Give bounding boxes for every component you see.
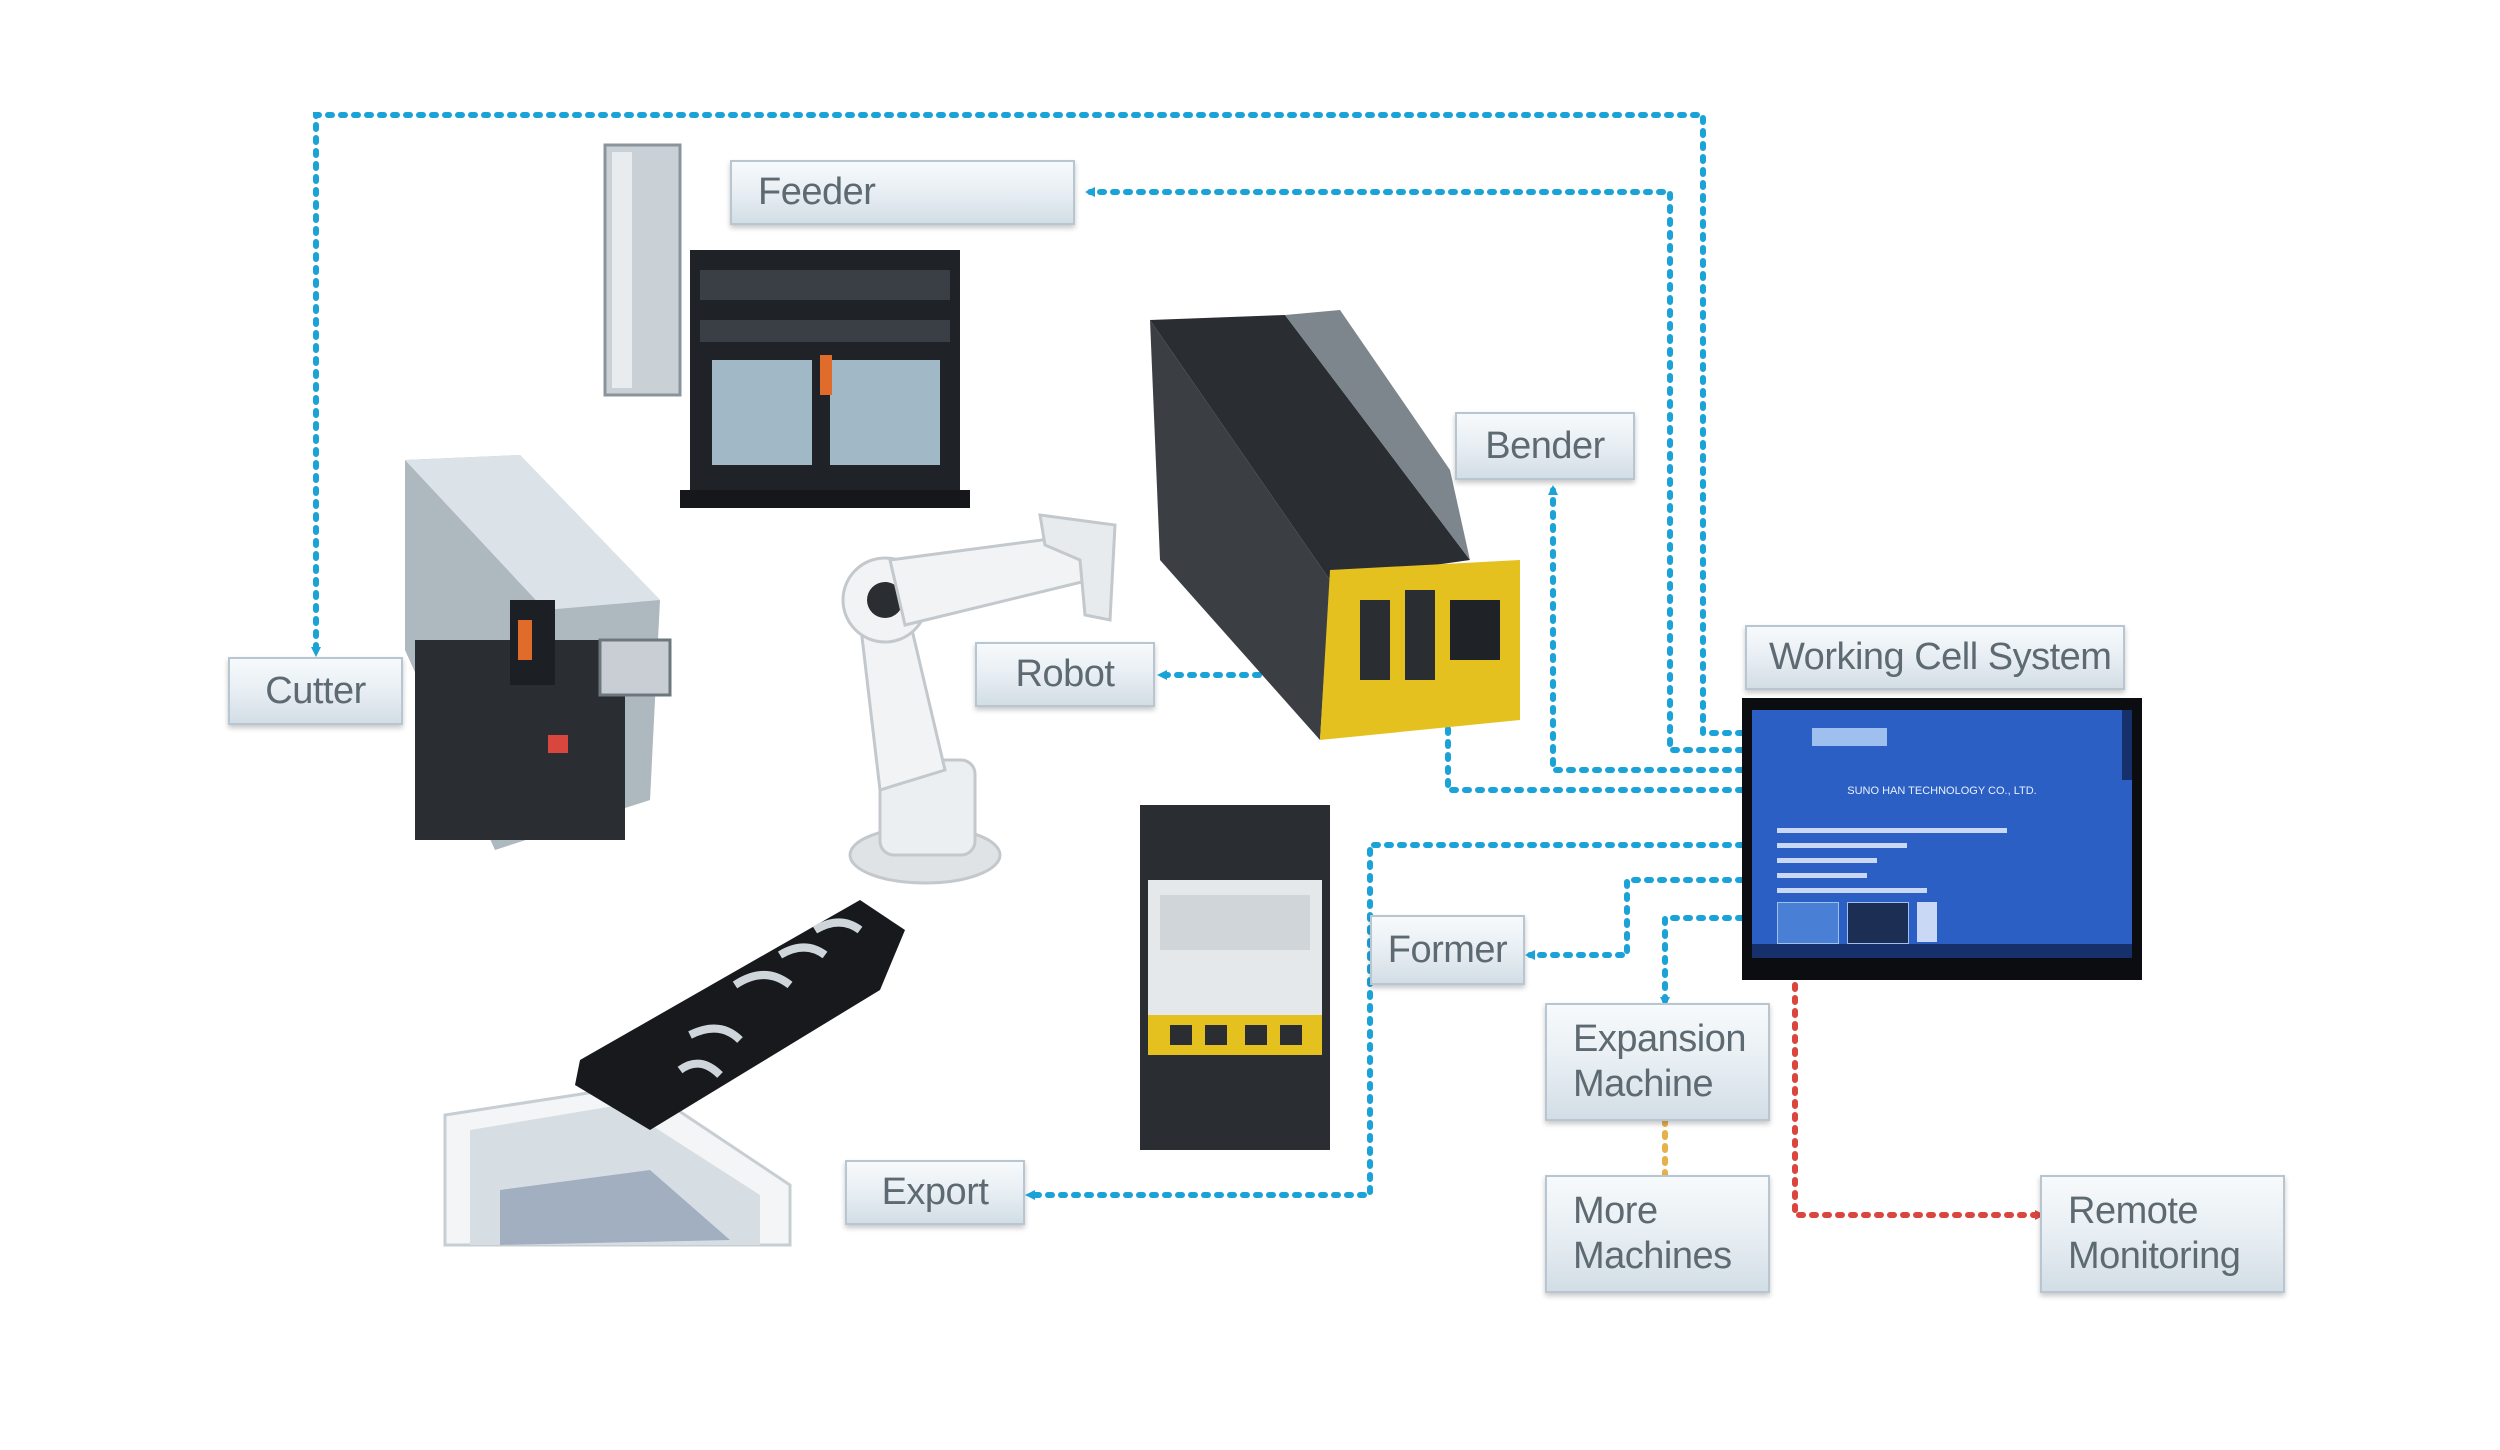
label-expansion-line1: Expansion (1573, 1018, 1746, 1061)
former-machine-image (1140, 805, 1330, 1150)
label-bender: Bender (1455, 412, 1635, 480)
feeder-machine-image (603, 143, 970, 508)
hmi-logo (1812, 728, 1887, 746)
hmi-panel (1847, 902, 1909, 944)
hmi-info-line (1777, 843, 1907, 848)
hmi-info-line (1777, 828, 2007, 833)
hmi-info-line (1777, 888, 1927, 893)
remote-connector (1792, 982, 2045, 1220)
cutter-machine-image (405, 455, 672, 850)
label-more-line2: Machines (1573, 1235, 1732, 1277)
cutter-connector (311, 112, 1745, 736)
expansion-connector (1660, 915, 1745, 1007)
feeder-connector (1085, 187, 1745, 753)
hmi-company-name: SUNO HAN TECHNOLOGY CO., LTD. (1847, 785, 2037, 797)
hmi-panel (1777, 902, 1839, 944)
robot-arm-image (841, 513, 1117, 885)
export-conveyor-image (443, 900, 905, 1247)
hmi-info-line (1777, 858, 1877, 863)
label-more-machines: More Machines (1545, 1175, 1770, 1293)
label-more-line1: More (1573, 1190, 1658, 1233)
label-cutter: Cutter (228, 657, 403, 725)
hmi-toolbar (1752, 944, 2132, 958)
label-export: Export (845, 1160, 1025, 1225)
bender-connector (1548, 485, 1745, 773)
label-remote-line1: Remote (2068, 1190, 2199, 1233)
hmi-side-bar (2122, 710, 2132, 780)
hmi-display: SUNO HAN TECHNOLOGY CO., LTD. (1752, 710, 2132, 958)
label-remote-line2: Monitoring (2068, 1235, 2241, 1277)
label-expansion-line2: Machine (1573, 1063, 1714, 1105)
former-connector (1525, 877, 1745, 960)
hmi-panel (1917, 902, 1937, 942)
bender-machine-image (1150, 310, 1520, 740)
export-connector (1025, 842, 1745, 1200)
label-former: Former (1370, 915, 1525, 985)
label-robot: Robot (975, 642, 1155, 707)
label-remote-monitoring: Remote Monitoring (2040, 1175, 2285, 1293)
hmi-info-line (1777, 873, 1867, 878)
label-expansion-machine: Expansion Machine (1545, 1003, 1770, 1121)
label-feeder: Feeder (730, 160, 1075, 225)
label-working-cell-system: Working Cell System (1745, 625, 2125, 690)
hmi-monitor: SUNO HAN TECHNOLOGY CO., LTD. (1742, 698, 2142, 980)
